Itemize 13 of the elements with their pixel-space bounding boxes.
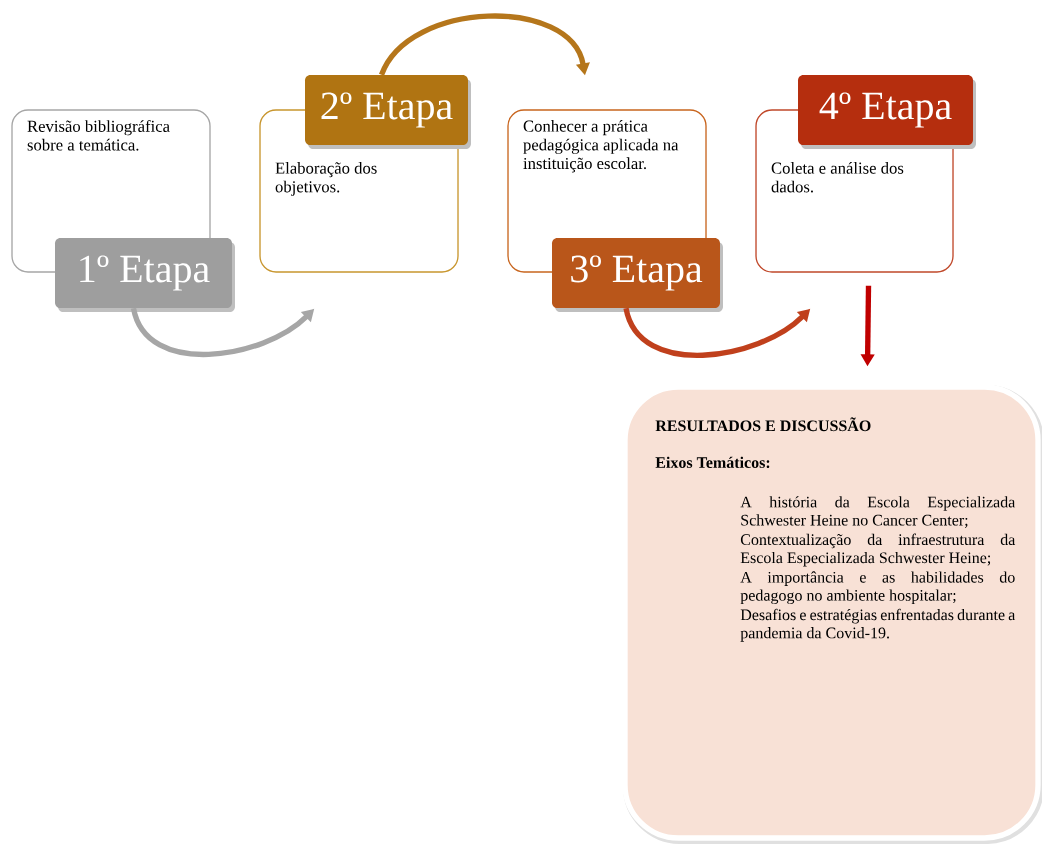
node-label: RESULTADOS E DISCUSSÃO bbox=[655, 417, 871, 432]
arrow bbox=[379, 13, 590, 77]
node-label: A importância e as habilidades do pedagogo no ambiente hospitalar; bbox=[740, 571, 1015, 605]
node-label: Contextualização da infraestrutura da Escola Especializada Schwester Heine; bbox=[740, 533, 1016, 567]
stage-tab: 4º Etapa bbox=[798, 75, 976, 149]
result-box bbox=[622, 384, 1042, 844]
stage-tab: 2º Etapa bbox=[305, 75, 471, 149]
node-label: Eixos Temáticos: bbox=[655, 456, 770, 469]
stage-tab: 1º Etapa bbox=[55, 238, 235, 312]
stage-tab: 3º Etapa bbox=[552, 238, 723, 312]
node-label: Desafios e estratégias enfrentadas durante a pandemia da Covid-19. bbox=[740, 608, 1016, 642]
result-text: RESULTADOS E DISCUSSÃO Eixos Temáticos: A história da Escola Especializada Schwester Heine no Cancer Center; Contextualização da infraestrutura da Escola Especializada Schwester Heine; A importância e as habilidades do pedagogo no ambiente hospitalar; Desafios e estratégias enfrentadas durante a pandemia da Covid-19. bbox=[655, 417, 1016, 642]
node-label: A história da Escola Especializada Schwester Heine no Cancer Center; bbox=[740, 496, 1016, 528]
